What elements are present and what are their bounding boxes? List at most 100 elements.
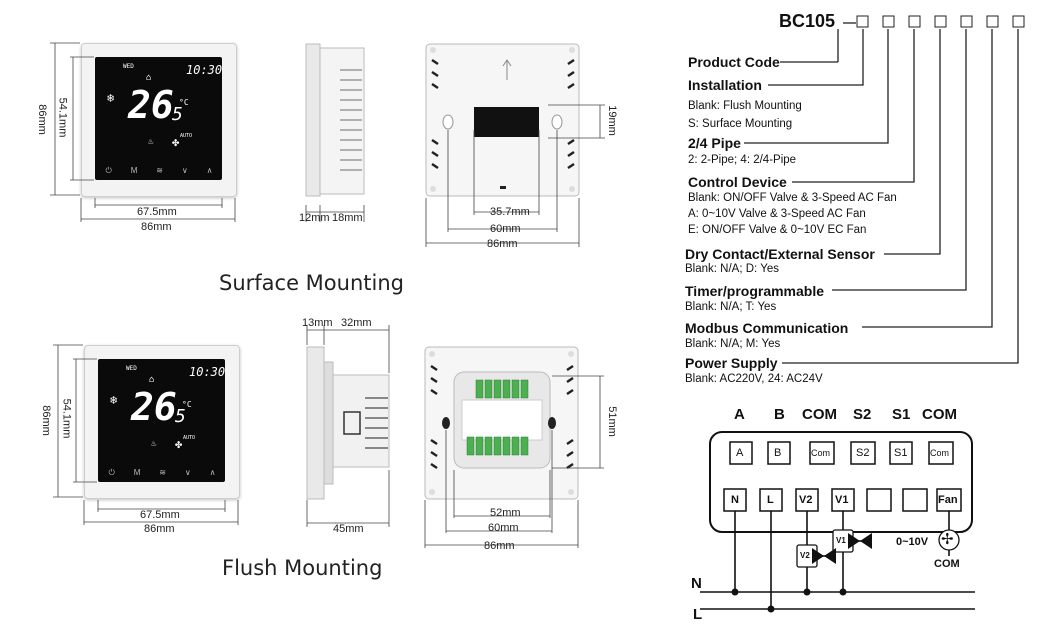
dim-flush-width: 86mm (144, 523, 175, 535)
line-n-label: N (691, 575, 702, 592)
dim-side-18: 18mm (332, 212, 363, 224)
dim-front-screen-height: 54.1mm (56, 97, 69, 138)
terminal-com-2: Com (930, 448, 950, 458)
dim-front-height: 86mm (35, 104, 48, 135)
section-installation: Installation (688, 77, 762, 93)
fan-com-label: COM (934, 558, 960, 570)
dim-back-19: 19mm (605, 105, 618, 136)
fan-icon: ✤ (172, 135, 180, 149)
terminal-com-1: Com (811, 448, 831, 458)
terminal-n: N (731, 494, 739, 506)
header-com-1: COM (802, 406, 837, 423)
dim-flush-screen-height: 54.1mm (60, 398, 73, 439)
valve-label-v2: V2 (800, 551, 810, 560)
dim-flush-32: 32mm (341, 317, 372, 329)
button-row-surface: ⏻ M ≋ ∨ ∧ (96, 166, 222, 176)
model-code: BC105 (779, 11, 836, 31)
terminal-s2: S2 (856, 447, 870, 459)
dim-back-357: 35.7mm (490, 206, 530, 218)
dim-flush-45: 45mm (333, 523, 364, 535)
unit-label-flush: °C (182, 400, 192, 409)
mode-label: AUTO (180, 133, 193, 139)
header-s2: S2 (853, 406, 872, 423)
unit-label: °C (179, 98, 189, 107)
fan-button[interactable]: ≋ (159, 468, 166, 477)
modbus-option-1: Blank: N/A; M: Yes (685, 338, 781, 350)
dim-flush-51: 51mm (605, 406, 618, 437)
section-product-code: Product Code (688, 54, 780, 70)
section-timer: Timer/programmable (685, 283, 825, 299)
section-power-supply: Power Supply (685, 355, 778, 371)
dim-flush-13: 13mm (302, 317, 333, 329)
snowflake-icon: ❄ (110, 393, 118, 407)
dim-front-width: 86mm (141, 221, 172, 233)
lcd-screen-flush (98, 359, 225, 482)
dim-flush-60: 60mm (488, 522, 519, 534)
button-row-flush: ⏻ M ≋ ∨ ∧ (99, 468, 225, 478)
section-control-device: Control Device (688, 174, 787, 190)
temperature-decimal-flush: 5 (175, 406, 186, 427)
power-button[interactable]: ⏻ (108, 468, 115, 477)
dim-front-screen-width: 67.5mm (137, 206, 177, 218)
dim-side-12: 12mm (299, 212, 330, 224)
section-pipe: 2/4 Pipe (688, 135, 741, 151)
up-button[interactable]: ∧ (209, 468, 216, 477)
up-button[interactable]: ∧ (206, 166, 213, 175)
time-readout-flush: 10:30 (189, 365, 226, 379)
valve-label-v1: V1 (836, 536, 846, 545)
day-label: WED (123, 63, 134, 70)
mode-label-flush: AUTO (183, 435, 196, 441)
dim-flush-52: 52mm (490, 507, 521, 519)
section-modbus: Modbus Communication (685, 320, 849, 336)
power-option-1: Blank: AC220V, 24: AC24V (685, 373, 823, 385)
fan-motor-icon: ✢ (941, 531, 954, 548)
heater-icon: ♨ (148, 137, 154, 147)
heater-icon: ♨ (151, 439, 157, 449)
header-b: B (774, 406, 785, 423)
mode-button[interactable]: M (133, 468, 141, 477)
header-com-2: COM (922, 406, 957, 423)
fan-icon: ✤ (175, 437, 183, 451)
header-a: A (734, 406, 745, 423)
temperature-decimal: 5 (172, 104, 183, 125)
pipe-option-1: 2: 2-Pipe; 4: 2/4-Pipe (688, 154, 797, 166)
terminal-v1: V1 (835, 494, 849, 506)
temperature-main-flush: 26 (131, 385, 177, 429)
dim-back-86: 86mm (487, 238, 518, 250)
surface-mounting-title: Surface Mounting (219, 271, 404, 295)
fan-voltage-label: 0~10V (896, 536, 929, 548)
home-icon: ⌂ (149, 375, 155, 385)
temperature-main: 26 (128, 83, 174, 127)
line-l-label: L (693, 606, 703, 623)
terminal-a: A (736, 447, 744, 459)
dim-back-60: 60mm (490, 223, 521, 235)
fan-button[interactable]: ≋ (156, 166, 163, 175)
header-s1: S1 (892, 406, 911, 423)
terminal-s1: S1 (894, 447, 908, 459)
terminal-l: L (767, 494, 774, 506)
day-label-flush: WED (126, 365, 137, 372)
section-dry-contact: Dry Contact/External Sensor (685, 246, 875, 262)
control-option-2: A: 0~10V Valve & 3-Speed AC Fan (688, 208, 866, 220)
terminal-v2: V2 (799, 494, 813, 506)
snowflake-icon: ❄ (107, 91, 115, 105)
down-button[interactable]: ∨ (184, 468, 191, 477)
time-readout: 10:30 (186, 63, 223, 77)
down-button[interactable]: ∨ (181, 166, 188, 175)
installation-option-2: S: Surface Mounting (688, 118, 793, 130)
dim-flush-height: 86mm (39, 405, 52, 436)
lcd-screen-surface (95, 57, 222, 180)
terminal-fan: Fan (938, 494, 958, 506)
power-button[interactable]: ⏻ (105, 166, 112, 175)
dry-contact-option-1: Blank: N/A; D: Yes (685, 263, 779, 275)
mode-button[interactable]: M (130, 166, 138, 175)
dim-flush-86: 86mm (484, 540, 515, 552)
installation-option-1: Blank: Flush Mounting (688, 100, 802, 112)
flush-mounting-title: Flush Mounting (222, 556, 383, 580)
control-option-3: E: ON/OFF Valve & 0~10V EC Fan (688, 224, 867, 236)
timer-option-1: Blank: N/A; T: Yes (685, 301, 777, 313)
dim-flush-screen-width: 67.5mm (140, 509, 180, 521)
home-icon: ⌂ (146, 73, 152, 83)
